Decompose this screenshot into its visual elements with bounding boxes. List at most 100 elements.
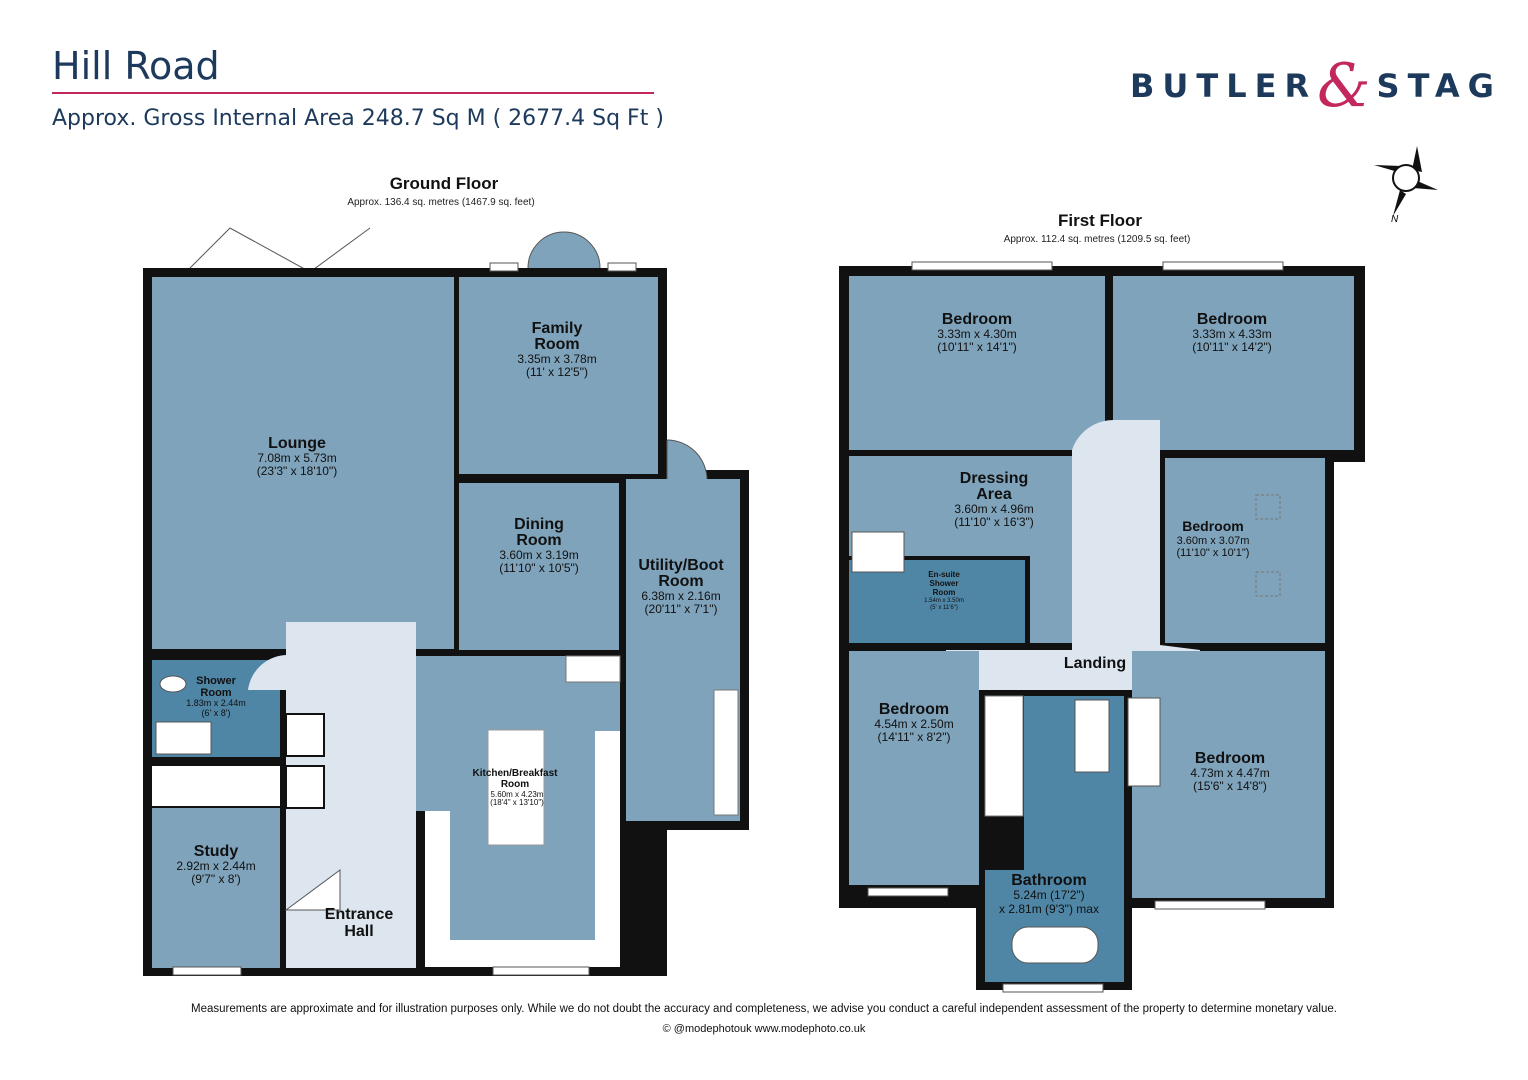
- svg-text:Bathroom: Bathroom: [1011, 872, 1087, 889]
- bedroom-1: [849, 276, 1105, 450]
- svg-text:3.60m x 3.19m: 3.60m x 3.19m: [499, 548, 578, 562]
- room-label-bedroom-1: Bedroom 3.33m x 4.30m (10'11" x 14'1"): [937, 311, 1017, 354]
- svg-text:3.35m x 3.78m: 3.35m x 3.78m: [517, 352, 596, 366]
- svg-text:Family: Family: [532, 320, 583, 337]
- svg-text:Room: Room: [200, 687, 231, 699]
- first-floor-area: Approx. 112.4 sq. metres (1209.5 sq. fee…: [1004, 234, 1191, 245]
- room-label-study: Study 2.92m x 2.44m (9'7" x 8'): [176, 843, 255, 886]
- svg-text:Kitchen/Breakfast: Kitchen/Breakfast: [472, 768, 558, 779]
- lounge: [152, 277, 454, 649]
- kitchen-island: [487, 729, 545, 846]
- svg-text:(5' x 11'6"): (5' x 11'6"): [930, 605, 958, 611]
- staircase: [984, 695, 1024, 817]
- butler-stag-logo: BUTLER & STAG: [1130, 51, 1502, 121]
- svg-text:Dining: Dining: [514, 516, 564, 533]
- logo-left: BUTLER: [1130, 67, 1318, 105]
- svg-text:7.08m x 5.73m: 7.08m x 5.73m: [257, 451, 336, 465]
- svg-text:(11'10" x 10'5"): (11'10" x 10'5"): [499, 561, 579, 575]
- svg-text:5.24m (17'2"): 5.24m (17'2"): [1013, 888, 1084, 902]
- title-divider: [52, 92, 654, 94]
- svg-text:4.73m x 4.47m: 4.73m x 4.47m: [1190, 766, 1269, 780]
- svg-text:Bedroom: Bedroom: [1182, 518, 1243, 534]
- property-title: Hill Road: [52, 44, 220, 88]
- svg-text:Entrance: Entrance: [325, 906, 394, 923]
- svg-text:Landing: Landing: [1064, 655, 1126, 672]
- logo-right: STAG: [1376, 67, 1502, 105]
- room-label-bathroom: Bathroom 5.24m (17'2") x 2.81m (9'3") ma…: [999, 872, 1099, 916]
- room-label-bedroom-4: Bedroom 4.54m x 2.50m (14'11" x 8'2"): [874, 701, 953, 744]
- svg-text:3.33m x 4.30m: 3.33m x 4.30m: [937, 327, 1016, 341]
- family-room: [459, 277, 658, 474]
- svg-text:(10'11" x 14'1"): (10'11" x 14'1"): [937, 340, 1017, 354]
- room-label-dressing-area: Dressing Area 3.60m x 4.96m (11'10" x 16…: [954, 470, 1034, 529]
- svg-text:(11'10" x 16'3"): (11'10" x 16'3"): [954, 515, 1034, 529]
- room-label-dining-room: Dining Room 3.60m x 3.19m (11'10" x 10'5…: [499, 516, 579, 575]
- svg-text:5.60m x 4.23m: 5.60m x 4.23m: [491, 790, 544, 799]
- room-label-bedroom-3: Bedroom 3.60m x 3.07m (11'10" x 10'1"): [1177, 518, 1250, 559]
- logo-ampersand: &: [1317, 51, 1371, 121]
- svg-text:Dressing: Dressing: [960, 470, 1028, 487]
- svg-text:3.33m x 4.33m: 3.33m x 4.33m: [1192, 327, 1271, 341]
- svg-text:(18'4" x 13'10"): (18'4" x 13'10"): [490, 798, 544, 807]
- svg-text:(20'11" x 7'1"): (20'11" x 7'1"): [645, 602, 718, 616]
- svg-text:1.54m x 3.50m: 1.54m x 3.50m: [924, 598, 964, 604]
- room-label-bedroom-5: Bedroom 4.73m x 4.47m (15'6" x 14'8"): [1190, 750, 1269, 793]
- svg-text:Shower: Shower: [930, 579, 959, 588]
- photographer-credit: © @modephotouk www.modephoto.co.uk: [662, 1023, 866, 1035]
- room-label-en-suite: En-suite Shower Room 1.54m x 3.50m (5' x…: [924, 570, 964, 611]
- room-label-family-room: Family Room 3.35m x 3.78m (11' x 12'5"): [517, 320, 596, 379]
- svg-text:(9'7" x 8'): (9'7" x 8'): [191, 872, 241, 886]
- svg-text:En-suite: En-suite: [928, 570, 960, 579]
- bedroom-5: [1132, 651, 1325, 898]
- landing: [946, 419, 1200, 690]
- compass-icon: N: [1374, 146, 1438, 225]
- svg-text:(6' x 8'): (6' x 8'): [202, 708, 231, 718]
- study: [152, 808, 280, 968]
- ground-floor-title: Ground Floor: [390, 174, 499, 193]
- french-doors: [527, 231, 601, 269]
- svg-text:Bedroom: Bedroom: [1197, 311, 1267, 328]
- svg-text:3.60m x 3.07m: 3.60m x 3.07m: [1177, 535, 1250, 547]
- svg-text:Hall: Hall: [344, 923, 373, 940]
- svg-text:3.60m x 4.96m: 3.60m x 4.96m: [954, 502, 1033, 516]
- svg-text:(15'6" x 14'8"): (15'6" x 14'8"): [1193, 779, 1267, 793]
- svg-text:Bedroom: Bedroom: [1195, 750, 1265, 767]
- svg-text:Room: Room: [534, 336, 579, 353]
- room-label-bedroom-2: Bedroom 3.33m x 4.33m (10'11" x 14'2"): [1192, 311, 1272, 354]
- svg-text:(23'3" x 18'10"): (23'3" x 18'10"): [257, 464, 337, 478]
- en-suite-shower-room: [849, 560, 1025, 643]
- svg-text:Bedroom: Bedroom: [879, 701, 949, 718]
- first-floor-plan: [839, 261, 1365, 993]
- bedroom-4: [849, 651, 979, 885]
- svg-text:Area: Area: [976, 486, 1012, 503]
- svg-text:(11' x 12'5"): (11' x 12'5"): [526, 365, 588, 379]
- room-label-shower-room: Shower Room 1.83m x 2.44m (6' x 8'): [186, 675, 246, 718]
- svg-text:x 2.81m (9'3") max: x 2.81m (9'3") max: [999, 902, 1099, 916]
- svg-text:1.83m x 2.44m: 1.83m x 2.44m: [186, 698, 246, 708]
- ground-floor-area: Approx. 136.4 sq. metres (1467.9 sq. fee…: [347, 197, 534, 208]
- room-label-landing: Landing: [1064, 655, 1126, 672]
- svg-text:Study: Study: [194, 843, 239, 860]
- ground-floor-plan: [143, 227, 749, 976]
- dining-room: [459, 483, 619, 650]
- room-label-kitchen: Kitchen/Breakfast Room 5.60m x 4.23m (18…: [472, 768, 558, 807]
- svg-text:4.54m x 2.50m: 4.54m x 2.50m: [874, 717, 953, 731]
- svg-text:Room: Room: [516, 532, 561, 549]
- svg-text:6.38m x 2.16m: 6.38m x 2.16m: [641, 589, 720, 603]
- svg-text:Room: Room: [501, 779, 529, 790]
- svg-text:Shower: Shower: [196, 675, 236, 687]
- svg-text:(10'11" x 14'2"): (10'11" x 14'2"): [1192, 340, 1272, 354]
- bedroom-3: [1165, 458, 1325, 643]
- svg-text:(11'10" x 10'1"): (11'10" x 10'1"): [1177, 547, 1250, 559]
- svg-text:Lounge: Lounge: [268, 435, 326, 452]
- bifold-door: [189, 227, 371, 273]
- svg-text:2.92m x 2.44m: 2.92m x 2.44m: [176, 859, 255, 873]
- svg-text:Bedroom: Bedroom: [942, 311, 1012, 328]
- gross-area: Approx. Gross Internal Area 248.7 Sq M (…: [52, 106, 664, 131]
- compass-north-label: N: [1391, 214, 1399, 225]
- svg-text:Utility/Boot: Utility/Boot: [638, 557, 724, 574]
- first-floor-title: First Floor: [1058, 211, 1142, 230]
- room-label-entrance-hall: Entrance Hall: [325, 906, 394, 940]
- svg-text:Room: Room: [658, 573, 703, 590]
